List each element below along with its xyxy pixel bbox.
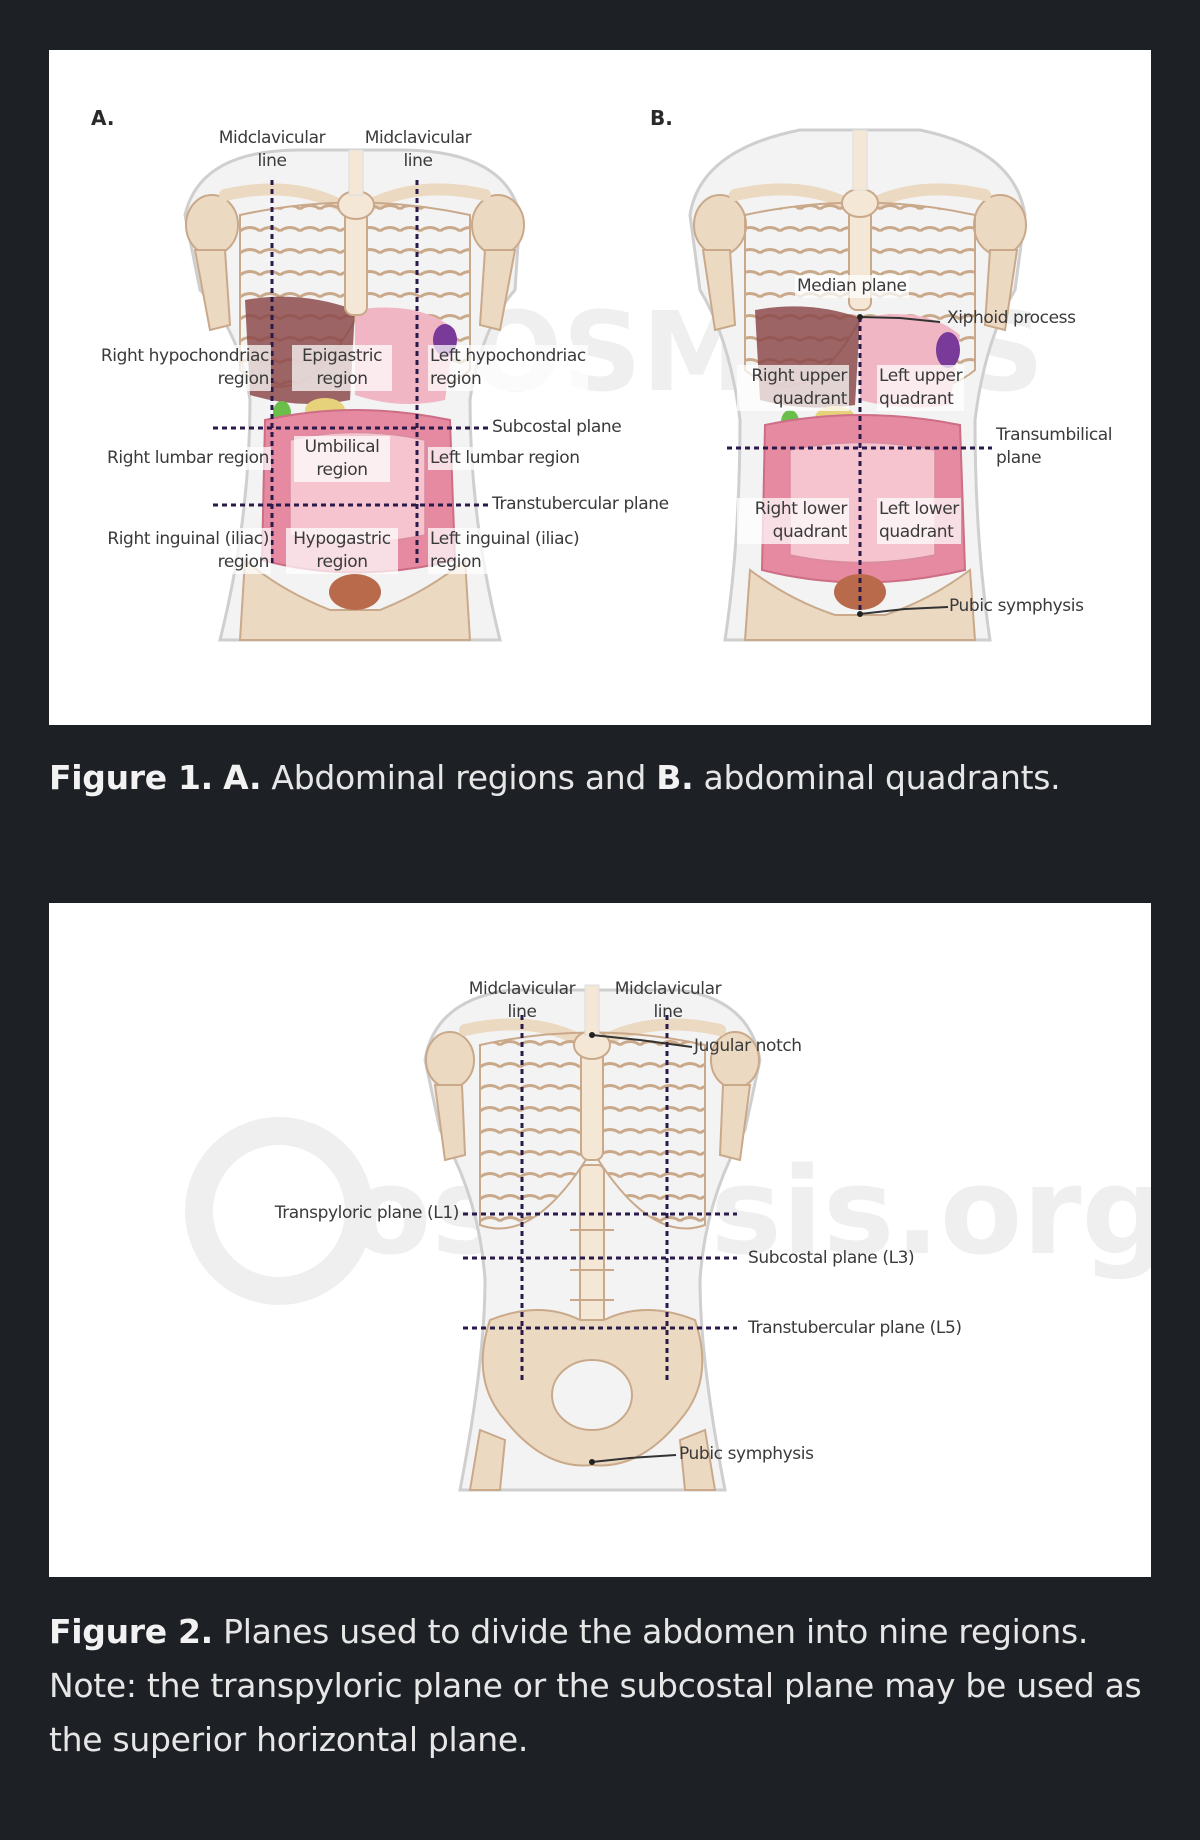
label-right-upper-quadrant: Right upper quadrant <box>737 365 849 411</box>
label-line-1: Right inguinal (iliac) <box>107 529 269 549</box>
label-line-2: region <box>217 369 270 389</box>
figure-1-caption: Figure 1. A. Abdominal regions and B. ab… <box>49 751 1159 805</box>
caption-figure-label: Figure 2. <box>49 1612 213 1651</box>
label-midclavicular-line-left: Midclavicular line <box>209 127 335 173</box>
label-line-2: quadrant <box>879 389 954 409</box>
label-line-2: region <box>217 552 270 572</box>
figure-2-illustration: osmosis.org <box>185 984 1151 1492</box>
label-line-2: region <box>316 460 368 480</box>
label-right-lower-quadrant: Right lower quadrant <box>737 498 849 544</box>
label-right-lumbar-region: Right lumbar region <box>69 447 271 470</box>
label-line-1: Midclavicular <box>364 128 472 148</box>
label-line-2: plane <box>996 448 1042 468</box>
label-line-2: quadrant <box>772 389 848 409</box>
label-line-2: line <box>257 151 287 171</box>
label-hypogastric-region: Hypogastric region <box>286 528 398 574</box>
label-right-inguinal-region: Right inguinal (iliac) region <box>69 528 271 574</box>
label-line-2: region <box>316 369 368 389</box>
label-line-2: quadrant <box>879 522 954 542</box>
caption-text: Planes used to divide the abdomen into n… <box>49 1612 1142 1759</box>
label-line-1: Midclavicular <box>614 979 722 999</box>
label-midclavicular-line-left: Midclavicular line <box>459 978 585 1024</box>
caption-b-label: B. <box>656 758 694 797</box>
figure-2-caption: Figure 2. Planes used to divide the abdo… <box>49 1605 1159 1767</box>
label-jugular-notch: Jugular notch <box>694 1036 802 1056</box>
label-pubic-symphysis: Pubic symphysis <box>949 596 1084 616</box>
label-umbilical-region: Umbilical region <box>294 436 390 482</box>
caption-figure-label: Figure 1. <box>49 758 213 797</box>
label-left-upper-quadrant: Left upper quadrant <box>877 365 965 411</box>
label-line-1: Midclavicular <box>218 128 326 148</box>
label-line-1: Right upper <box>751 366 847 386</box>
label-line-2: region <box>430 552 482 572</box>
label-line-1: Right hypochondriac <box>100 346 270 366</box>
label-line-1: Epigastric <box>301 346 383 366</box>
label-subcostal-plane: Subcostal plane (L3) <box>748 1248 915 1268</box>
label-transtubercular-plane: Transtubercular plane (L5) <box>748 1318 962 1338</box>
label-line-1: Left hypochondriac <box>430 346 586 366</box>
label-line-2: region <box>430 369 482 389</box>
label-line-1: Right lower <box>754 499 848 519</box>
label-line-2: line <box>403 151 433 171</box>
label-line-2: quadrant <box>772 522 848 542</box>
caption-b-text: abdominal quadrants. <box>703 758 1061 797</box>
label-transtubercular-plane: Transtubercular plane <box>492 494 669 514</box>
label-line-1: Hypogastric <box>293 529 391 549</box>
label-left-hypochondriac-region: Left hypochondriac region <box>428 345 588 391</box>
figure-1-image: OSMOSIS <box>49 50 1151 725</box>
caption-a-text: Abdominal regions and <box>271 758 647 797</box>
label-left-inguinal-region: Left inguinal (iliac) region <box>428 528 582 574</box>
label-line-2: line <box>507 1002 537 1022</box>
figure-2-image: osmosis.org <box>49 903 1151 1577</box>
label-line-1: Midclavicular <box>468 979 576 999</box>
label-left-lower-quadrant: Left lower quadrant <box>877 498 961 544</box>
label-midclavicular-line-right: Midclavicular line <box>605 978 731 1024</box>
label-line-2: region <box>316 552 368 572</box>
panel-a-letter: A. <box>91 106 115 130</box>
label-subcostal-plane: Subcostal plane <box>492 417 622 437</box>
label-transpyloric-plane: Transpyloric plane (L1) <box>274 1203 460 1223</box>
label-line-1: Left upper <box>879 366 963 386</box>
label-line-1: Left lower <box>879 499 959 519</box>
label-pubic-symphysis: Pubic symphysis <box>679 1444 814 1464</box>
label-midclavicular-line-right: Midclavicular line <box>355 127 481 173</box>
label-line-1: Left inguinal (iliac) <box>430 529 580 549</box>
label-line-2: line <box>653 1002 683 1022</box>
label-xiphoid-process: Xiphoid process <box>947 308 1076 328</box>
label-transumbilical-plane: Transumbilical plane <box>996 424 1113 470</box>
label-median-plane: Median plane <box>795 275 909 298</box>
panel-b-letter: B. <box>650 106 673 130</box>
label-epigastric-region: Epigastric region <box>292 345 392 391</box>
caption-a-label: A. <box>223 758 262 797</box>
label-right-hypochondriac-region: Right hypochondriac region <box>69 345 271 391</box>
label-left-lumbar-region: Left lumbar region <box>428 447 582 470</box>
label-line-1: Umbilical <box>304 437 380 457</box>
label-line-1: Transumbilical <box>996 425 1113 445</box>
